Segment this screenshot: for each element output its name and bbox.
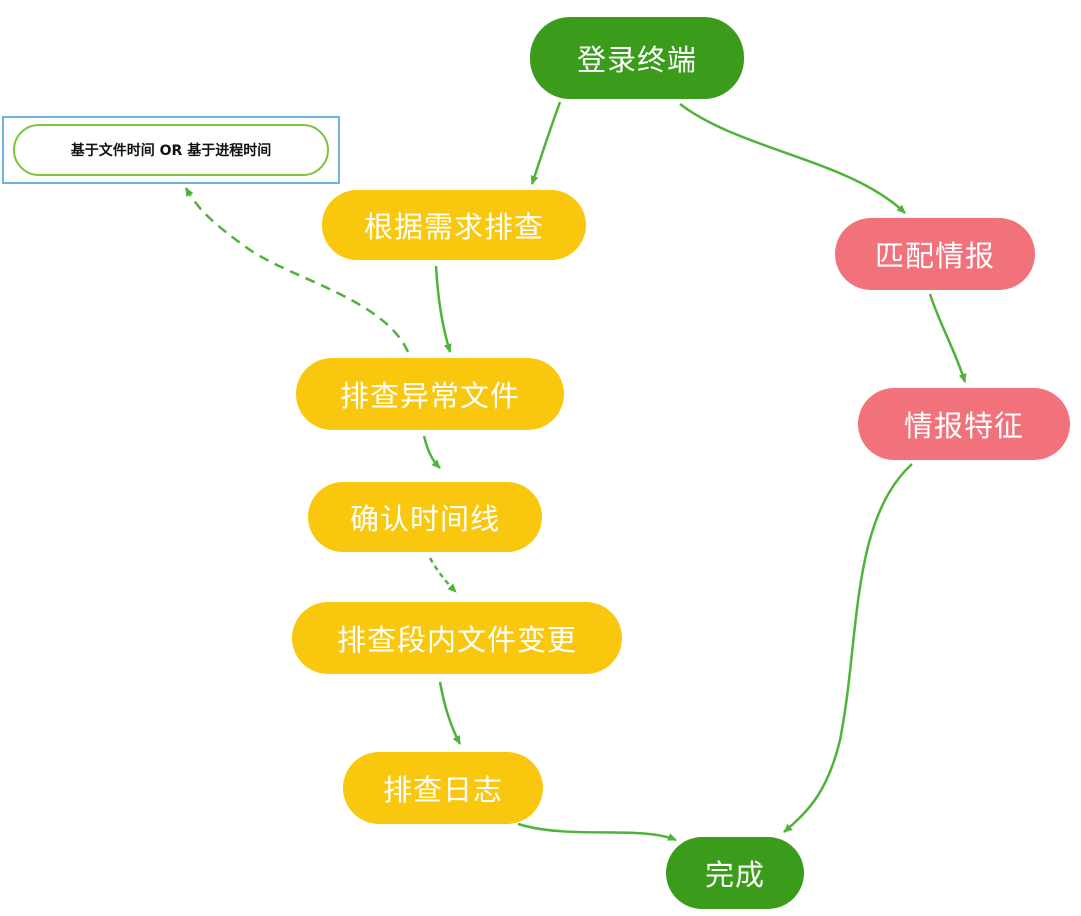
edge-demand-to-abnormal [434, 265, 452, 353]
node-intel-features: 情报特征 [858, 388, 1070, 460]
node-check-by-demand: 根据需求排查 [322, 190, 586, 260]
node-check-segment-file-changes: 排查段内文件变更 [292, 602, 622, 674]
node-login-terminal: 登录终端 [530, 17, 744, 99]
node-check-logs: 排查日志 [343, 752, 543, 824]
edge-login-to-intel [679, 103, 906, 214]
node-done: 完成 [666, 837, 804, 909]
node-check-abnormal-files: 排查异常文件 [296, 358, 564, 430]
node-match-intel: 匹配情报 [835, 218, 1035, 290]
note-container: 基于文件时间 OR 基于进程时间 [2, 116, 340, 184]
edge-intel-to-features [928, 293, 967, 383]
edge-features-to-done [783, 463, 913, 833]
edge-timeline-to-changes [428, 557, 457, 593]
edge-changes-to-logs [438, 681, 462, 745]
edge-abnormal-to-timeline [422, 435, 441, 469]
node-confirm-timeline: 确认时间线 [308, 482, 542, 552]
edge-logs-to-done [517, 822, 677, 842]
edge-abnormal-to-note [184, 187, 410, 353]
note-time-basis: 基于文件时间 OR 基于进程时间 [13, 124, 329, 176]
edge-login-to-demand [530, 101, 562, 185]
